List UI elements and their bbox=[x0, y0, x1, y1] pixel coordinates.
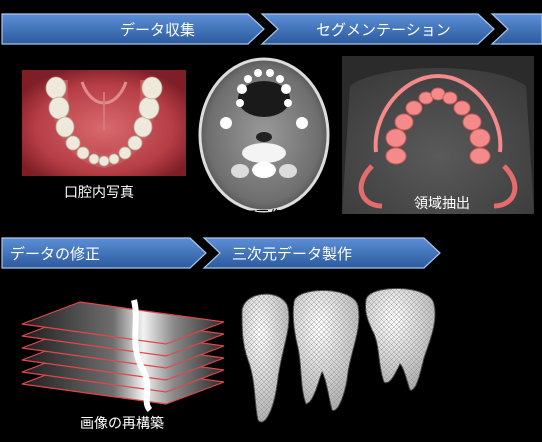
tooth-mesh-3 bbox=[365, 288, 435, 390]
intraoral-photo bbox=[22, 70, 186, 176]
caption-region-extraction: 領域抽出 bbox=[414, 193, 470, 213]
slice-stack-image bbox=[14, 284, 230, 422]
caption-image-reconstruction: 画像の再構築 bbox=[80, 413, 164, 433]
segmented-ct-image bbox=[342, 56, 534, 214]
tooth-mesh-1 bbox=[242, 294, 289, 422]
ct-slice-image bbox=[196, 53, 332, 213]
caption-intraoral-photo: 口腔内写真 bbox=[64, 182, 134, 202]
tooth-mesh-2 bbox=[293, 290, 359, 410]
step-arrow-next bbox=[492, 14, 542, 44]
caption-ct-image: CT画像 bbox=[237, 206, 283, 226]
step-label-data-collection: データ収集 bbox=[120, 19, 195, 40]
process-strip-top bbox=[0, 12, 542, 46]
step-label-data-correction: データの修正 bbox=[10, 243, 100, 264]
step-label-3d-production: 三次元データ製作 bbox=[232, 243, 352, 264]
tooth-mesh-render bbox=[234, 282, 458, 432]
step-label-segmentation: セグメンテーション bbox=[316, 19, 451, 40]
